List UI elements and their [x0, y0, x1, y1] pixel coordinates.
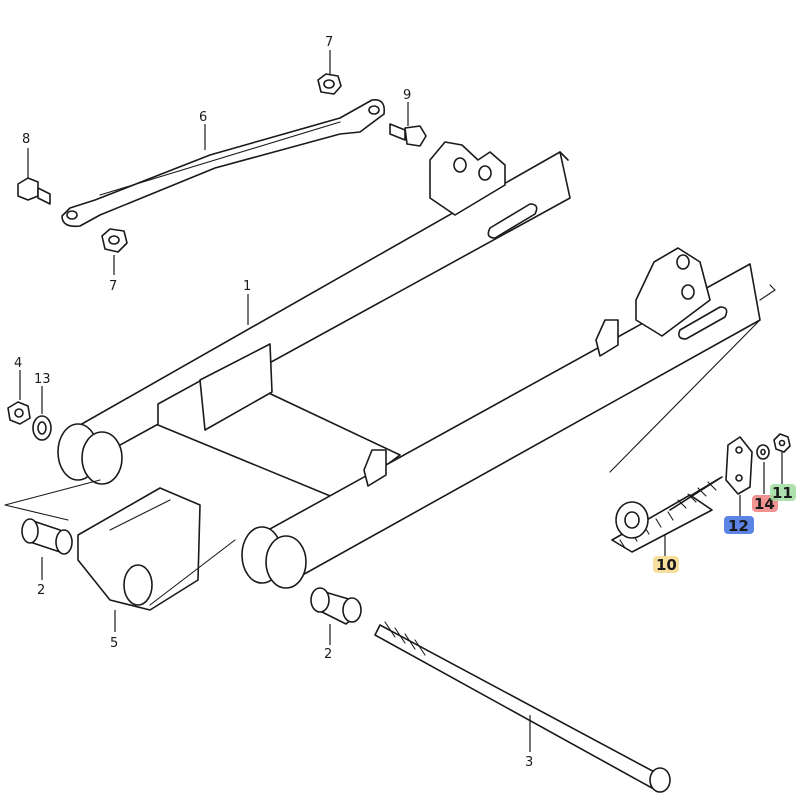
- bolt-left-part: [17, 177, 51, 205]
- chain-slider-part: [4, 479, 236, 611]
- callout-12: 12: [728, 517, 749, 535]
- callout-10: 10: [656, 556, 677, 574]
- callout-5: 5: [110, 636, 118, 651]
- callout-8: 8: [22, 132, 30, 147]
- nut-left-part: [7, 401, 31, 425]
- nut-bottom-part: [101, 228, 128, 253]
- highlight-10: [653, 556, 679, 573]
- callout-2-left: 2: [37, 583, 45, 598]
- adjuster-washer-part: [756, 444, 770, 460]
- bushing-left-part: [21, 518, 73, 555]
- callout-1: 1: [243, 279, 251, 294]
- adjuster-plate-part: [725, 436, 753, 495]
- adjuster-nut-part: [773, 433, 791, 453]
- highlight-12: [724, 516, 754, 534]
- washer-left-part: [32, 415, 52, 441]
- callout-4: 4: [14, 356, 22, 371]
- highlight-11: [770, 484, 796, 501]
- callout-7-bottom: 7: [109, 279, 117, 294]
- pivot-axle-part: [374, 621, 671, 793]
- chain-adjuster-part: [611, 477, 721, 553]
- torque-rod-part: [61, 98, 386, 228]
- callout-7-top: 7: [325, 35, 333, 50]
- adjuster-bolt-part: [669, 476, 723, 511]
- swingarm-part: [57, 141, 776, 589]
- leader-lines: [19, 50, 783, 752]
- callout-11: 11: [772, 484, 793, 502]
- bolt-right-part: [389, 123, 427, 147]
- callout-14: 14: [754, 495, 775, 513]
- callout-13: 13: [34, 372, 51, 387]
- callout-3: 3: [525, 755, 533, 770]
- bushing-right-part: [310, 587, 362, 625]
- callout-9: 9: [403, 88, 411, 103]
- highlighted-callouts: 10 12 14 11: [653, 484, 796, 574]
- nut-top-part: [317, 73, 342, 95]
- callout-6: 6: [199, 110, 207, 125]
- callout-labels: 7 7 6 8 9 1 4 13 2 5 2 3: [14, 35, 533, 770]
- callout-2-right: 2: [324, 647, 332, 662]
